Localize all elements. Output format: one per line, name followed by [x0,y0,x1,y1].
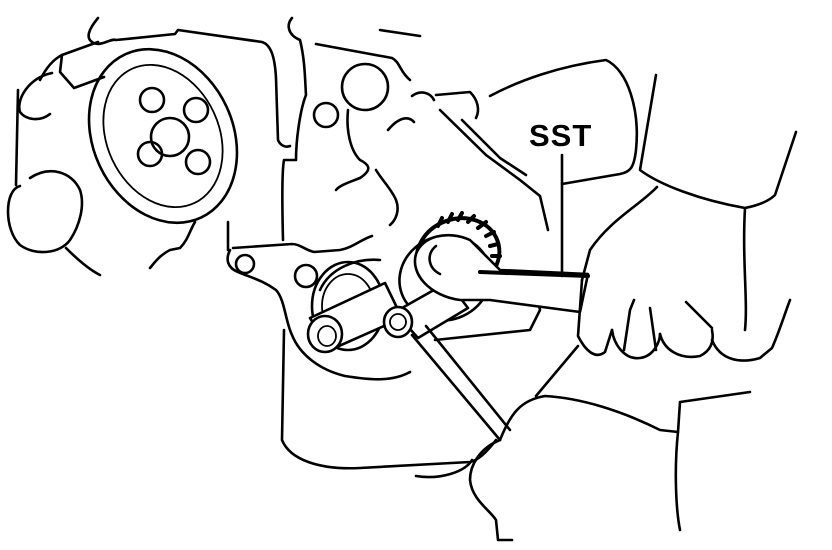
right-arm [488,58,798,332]
breaker-bar [410,324,512,442]
sst-wrench [413,233,590,314]
left-hand [414,344,752,542]
right-hand [576,278,792,362]
pulley [87,47,239,225]
water-pump-housing [6,16,292,277]
engine-block [281,16,550,242]
sst-callout-label: SST [529,118,593,153]
socket-tool [306,280,470,354]
